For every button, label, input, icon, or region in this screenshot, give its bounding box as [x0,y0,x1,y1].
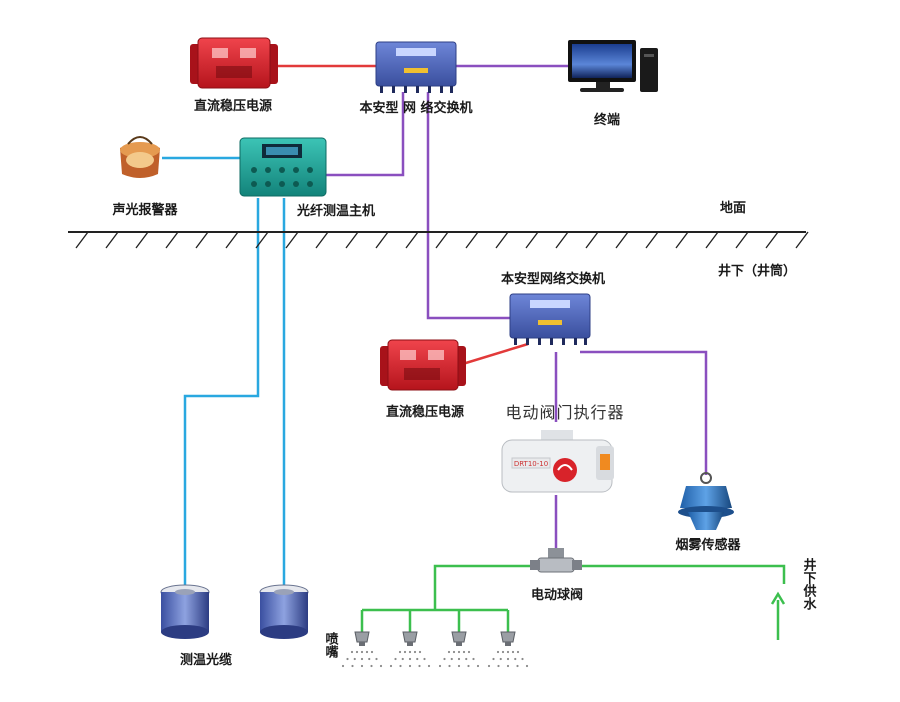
fiber-host-label: 光纤测温主机 [296,203,375,219]
network-switch-bottom: 本安型网络交换机 [501,271,605,345]
sound-light-alarm: 声光报警器 [111,136,178,218]
ground-hatch-mark [105,231,119,249]
terminal-label: 终端 [594,112,620,128]
water-supply: 井下供水 [770,557,818,640]
ground-hatch-mark [525,231,539,249]
network-line-downlink [426,92,510,320]
fiber-cable-drum-2 [259,584,309,639]
ground-hatch-mark [795,231,809,249]
ground-hatch-mark [345,231,359,249]
dc-power-top-label: 直流稳压电源 [194,98,272,114]
ground-hatch-mark [135,231,149,249]
network-line-host [326,92,405,177]
network-switch-top: 本安型 网 络交换机 [359,41,473,116]
electric-valve-actuator: 电动阀门执行器 DRT10-10 [501,403,624,493]
switch-top-label: 本安型 网 络交换机 [359,100,472,116]
water-flow-arrowhead [770,591,786,605]
nozzle-label: 喷嘴 [323,631,339,659]
underground-label: 井下（井筒） [718,263,796,279]
ground-hatch-mark [435,231,449,249]
power-line-bottom [455,342,529,368]
valve-actuator-label: 电动阀门执行器 [505,403,624,422]
ground-hatch-mark [555,231,569,249]
ground-hatch-mark [495,231,509,249]
ground-hatch-mark [465,231,479,249]
spray-nozzle-2 [389,631,431,668]
network-line-smoke [580,350,708,475]
ground-hatch-mark [675,231,689,249]
ground-hatch-mark [285,231,299,249]
ground-hatch-mark [255,231,269,249]
ground-hatch-mark [615,231,629,249]
switch-bottom-label: 本安型网络交换机 [501,271,605,287]
spray-nozzle-1 [341,631,383,668]
ground-hatch-mark [765,231,779,249]
terminal-computer: 终端 [568,40,658,128]
ground-line [68,231,809,249]
ground-hatch-mark [75,231,89,249]
ground-hatch-mark [585,231,599,249]
fiber-temperature-host: 光纤测温主机 [239,137,375,219]
water-supply-label: 井下供水 [801,557,818,611]
nozzles [341,631,529,668]
water-main-line [433,564,786,610]
ground-hatch-mark [405,231,419,249]
ground-hatch-mark [735,231,749,249]
dc-power-supply-bottom: 直流稳压电源 [380,339,466,420]
fiber-cable-drum-1 [160,584,210,639]
spray-nozzle-4 [487,631,529,668]
smoke-sensor-label: 烟雾传感器 [675,537,741,553]
dc-power-bottom-label: 直流稳压电源 [386,404,464,420]
ground-hatch-mark [705,231,719,249]
alarm-label: 声光报警器 [111,202,178,218]
fiber-cable-label: 测温光缆 [180,652,232,668]
nozzle-label-group: 喷嘴 [323,631,339,659]
connection-lines [162,64,786,632]
dc-power-supply-top: 直流稳压电源 [190,37,278,114]
ground-label: 地面 [720,200,746,216]
smoke-sensor: 烟雾传感器 [675,472,741,553]
ball-valve-label: 电动球阀 [531,587,583,603]
ground-hatch-mark [195,231,209,249]
fiber-line-1 [183,198,260,588]
ground-hatch-mark [165,231,179,249]
ground-hatch-mark [645,231,659,249]
ground-hatch-mark [225,231,239,249]
actuator-plate-text: DRT10-10 [514,460,548,468]
electric-ball-valve: 电动球阀 [530,548,583,603]
ground-hatch-mark [375,231,389,249]
ground-hatch-mark [315,231,329,249]
spray-nozzle-3 [438,631,480,668]
